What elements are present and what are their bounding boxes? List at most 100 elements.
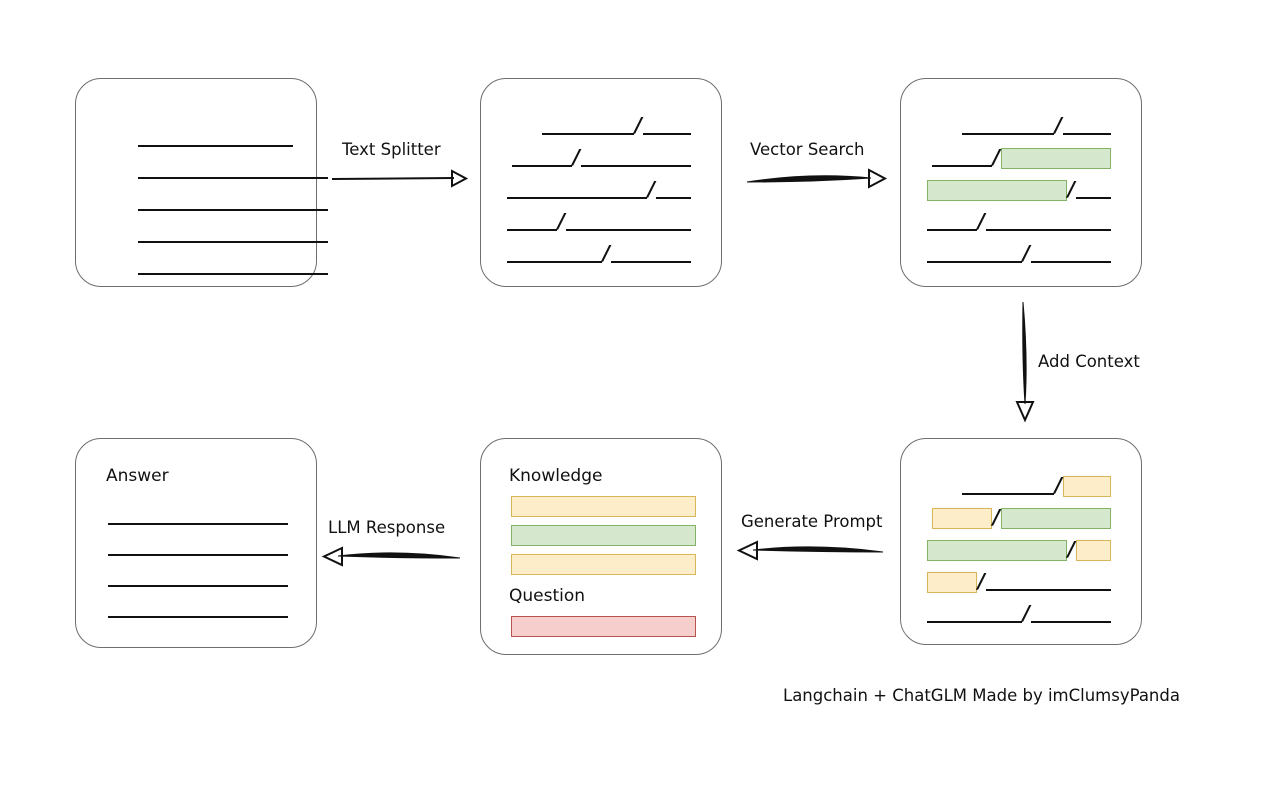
llm-response-arrow: LLM Response [320, 518, 470, 568]
text-line [541, 133, 634, 135]
chunk-row [138, 159, 328, 181]
text-line [1031, 621, 1111, 623]
highlight-bar-green [1001, 507, 1111, 529]
chunk-row [138, 223, 328, 245]
text-line [138, 145, 293, 147]
prompt-bar-row [511, 553, 696, 575]
highlight-bar-green [511, 524, 696, 546]
chunk-row: / [506, 209, 691, 233]
add-context-label: Add Context [1038, 352, 1140, 371]
text-line [581, 165, 691, 167]
question-title: Question [509, 586, 586, 606]
chunk-row: / [926, 177, 1111, 201]
slash-separator: / [572, 145, 580, 169]
chunk-row [108, 567, 288, 589]
answer-box[interactable]: Answer [75, 438, 317, 648]
question-bars [481, 439, 721, 654]
prompt-bar-row [511, 615, 696, 637]
highlight-bar-green [1001, 147, 1111, 169]
text-line [506, 197, 647, 199]
chunk-row [138, 191, 328, 213]
text-line [926, 229, 977, 231]
highlight-bar-yellow [931, 507, 992, 529]
slash-separator: / [977, 209, 985, 233]
prompt-box[interactable]: Knowledge Question [480, 438, 722, 655]
highlight-bar-red [511, 615, 696, 637]
text-line [1063, 133, 1111, 135]
highlight-bar-green [926, 179, 1067, 201]
slash-separator: / [1022, 601, 1030, 625]
highlight-bar-yellow [511, 553, 696, 575]
prompt-bar-row [511, 524, 696, 546]
chunk-row: / [511, 145, 691, 169]
chunk-row: / [926, 537, 1111, 561]
text-line [108, 523, 288, 525]
chunk-row: / [961, 113, 1111, 137]
text-line [506, 229, 557, 231]
slash-separator: / [992, 505, 1000, 529]
slash-separator: / [557, 209, 565, 233]
highlight-bar-yellow [511, 495, 696, 517]
text-splitter-label: Text Splitter [342, 140, 441, 159]
vector-search-label: Vector Search [750, 140, 865, 159]
vector-search-arrow: Vector Search [745, 140, 890, 190]
answer-title: Answer [106, 466, 169, 486]
llm-response-arrow-glyph [321, 546, 461, 567]
text-line [108, 616, 288, 618]
text-line [961, 133, 1054, 135]
prompt-bar-row [511, 495, 696, 517]
slash-separator: / [1054, 473, 1062, 497]
chunk-row: / [931, 505, 1111, 529]
slash-separator: / [1022, 241, 1030, 265]
text-line [138, 241, 328, 243]
split-chunks-box[interactable]: / / / / / [480, 78, 722, 287]
chunk-row: / [541, 115, 691, 137]
text-line [506, 261, 602, 263]
text-line [108, 585, 288, 587]
chunk-row: / [926, 601, 1111, 625]
text-line [986, 589, 1111, 591]
text-line [138, 273, 328, 275]
slash-separator: / [1067, 177, 1075, 201]
chunk-row [138, 127, 293, 149]
slash-separator: / [1054, 113, 1062, 137]
text-line [566, 229, 691, 231]
add-context-arrow-glyph [1015, 301, 1035, 423]
llm-response-label: LLM Response [328, 518, 446, 537]
text-line [986, 229, 1111, 231]
text-line [1076, 197, 1111, 199]
generate-prompt-label: Generate Prompt [741, 512, 883, 531]
source-document-box[interactable] [75, 78, 328, 287]
vector-search-arrow-glyph [746, 168, 888, 189]
knowledge-title: Knowledge [509, 466, 603, 486]
text-line [926, 621, 1022, 623]
answer-rows [76, 439, 316, 647]
slash-separator: / [647, 177, 655, 201]
chunk-row: / [506, 177, 691, 201]
text-splitter-arrow-glyph [331, 169, 469, 188]
text-splitter-arrow: Text Splitter [330, 140, 470, 190]
chunk-row [108, 505, 288, 527]
chunk-row: / [926, 571, 1111, 593]
generate-prompt-arrow: Generate Prompt [735, 512, 885, 562]
source-document-rows [76, 79, 328, 286]
matched-chunks-rows: / / / / / [901, 79, 1141, 286]
text-line [108, 554, 288, 556]
chunk-row: / [506, 243, 691, 265]
context-added-rows: / / / / / [901, 439, 1141, 644]
highlight-bar-yellow [926, 571, 977, 593]
chunk-row: / [961, 473, 1111, 497]
text-line [1031, 261, 1111, 263]
chunk-row: / [931, 145, 1111, 169]
highlight-bar-yellow [1076, 539, 1111, 561]
knowledge-bars [481, 439, 721, 654]
context-added-box[interactable]: / / / / / [900, 438, 1142, 645]
text-line [656, 197, 691, 199]
chunk-row [108, 598, 288, 620]
footer-credit: Langchain + ChatGLM Made by imClumsyPand… [783, 686, 1180, 705]
slash-separator: / [1067, 537, 1075, 561]
matched-chunks-box[interactable]: / / / / / [900, 78, 1142, 287]
slash-separator: / [992, 145, 1000, 169]
text-line [926, 261, 1022, 263]
chunk-row: / [926, 209, 1111, 233]
